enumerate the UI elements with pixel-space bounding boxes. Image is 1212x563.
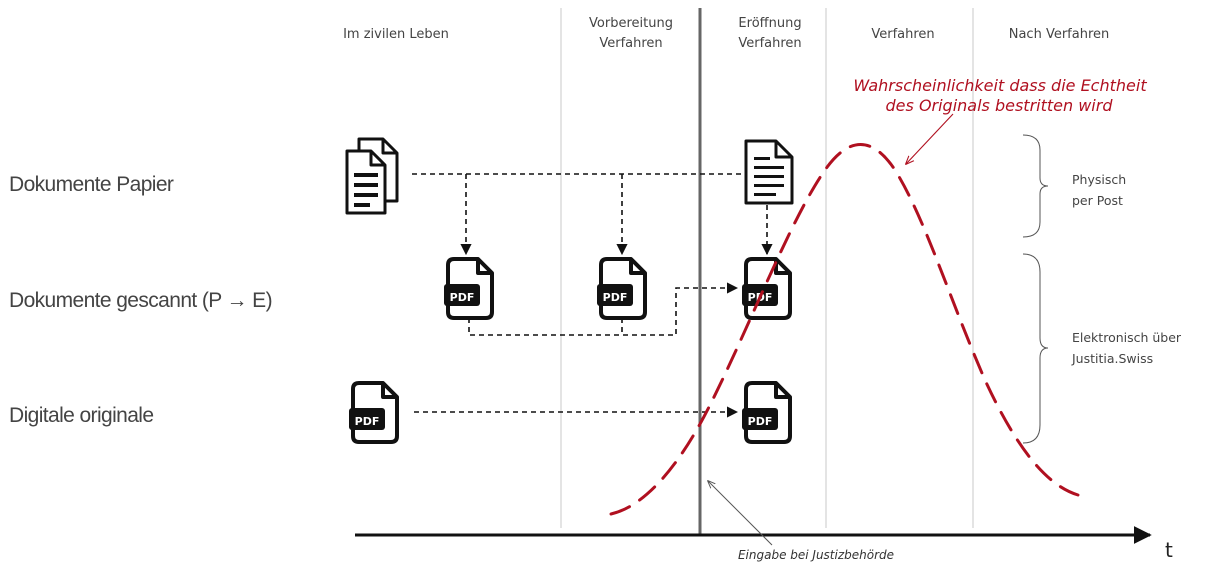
physical-brace — [1022, 134, 1049, 238]
document-text-icon — [744, 139, 794, 205]
phase-after-proceedings: Nach Verfahren — [1009, 27, 1110, 42]
brace-electronic-line1: Elektronisch über — [1072, 330, 1182, 345]
probability-curve — [609, 143, 1080, 516]
documents-stack-icon — [345, 137, 399, 215]
electronic-brace — [1022, 253, 1049, 444]
phase-proceedings: Verfahren — [871, 27, 934, 42]
pdf-file-icon: PDF — [347, 381, 399, 444]
scanned-submission-line — [468, 282, 739, 336]
submission-label: Eingabe bei Justizbehörde — [738, 548, 894, 562]
submission-pointer — [708, 481, 773, 546]
curve-annotation-line1: Wahrscheinlichkeit dass die Echtheit — [853, 76, 1147, 95]
phase-dividers — [560, 8, 974, 535]
pdf-icon-label: PDF — [355, 415, 380, 428]
pdf-icon-label: PDF — [450, 291, 475, 304]
brace-electronic-line2: Justitia.Swiss — [1071, 351, 1153, 366]
phase-preparation-line1: Vorbereitung — [589, 16, 673, 31]
pdf-file-icon: PDF — [595, 257, 647, 320]
curve-annotation-line2: des Originals bestritten wird — [886, 96, 1114, 115]
brace-physical-line2: per Post — [1072, 193, 1123, 208]
phase-preparation-line2: Verfahren — [599, 36, 662, 51]
row-label-scanned: Dokumente gescannt (P → E) — [9, 289, 272, 312]
pdf-file-icon: PDF — [442, 257, 494, 320]
pdf-icon-label: PDF — [748, 415, 773, 428]
row-label-paper: Dokumente Papier — [9, 173, 174, 196]
pdf-file-icon: PDF — [740, 257, 792, 320]
flow-connectors — [412, 173, 773, 418]
pdf-icon-label: PDF — [603, 291, 628, 304]
row-label-digital: Digitale originale — [9, 404, 153, 427]
curve-annotation-pointer — [906, 113, 954, 164]
pdf-file-icon: PDF — [740, 381, 792, 444]
time-axis-label: t — [1165, 538, 1173, 562]
phase-opening-line1: Eröffnung — [738, 16, 801, 31]
brace-physical-line1: Physisch — [1072, 172, 1126, 187]
phase-civil-life: Im zivilen Leben — [343, 27, 449, 42]
phase-opening-line2: Verfahren — [738, 36, 801, 51]
